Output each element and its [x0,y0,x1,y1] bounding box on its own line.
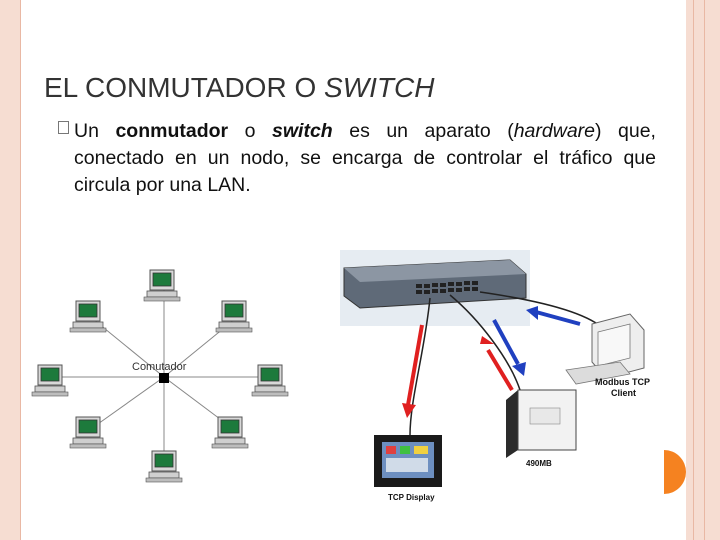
slide-title: EL CONMUTADOR O SWITCH [44,72,434,104]
computer-icon [211,416,249,449]
gateway-device-icon [506,389,577,458]
switch-node [159,373,169,383]
title-italic: SWITCH [324,72,435,103]
right-border-line [693,0,694,540]
orange-tab-decoration [664,450,686,494]
para-italic-hardware: hardware [513,120,595,142]
right-border-band [686,0,720,540]
red-arrow-down [406,324,424,406]
slide-paragraph: Un conmutador o switch es un aparato (ha… [74,118,656,199]
para-text-2: o [228,120,273,142]
network-hardware-illustration: Modbus TCP Client 490MB TCP Display [340,250,650,502]
para-text-3: es un aparato ( [332,120,514,142]
left-border-band [0,0,20,540]
star-topology-diagram: Comutador [31,269,289,483]
display-label: TCP Display [388,493,435,502]
red-arrow-up [486,348,514,392]
client-computer-icon [565,313,645,385]
para-bold-conmutador: conmutador [115,120,229,142]
title-text: EL CONMUTADOR O [44,72,325,103]
bullet-icon [58,121,69,134]
computer-icon [215,300,253,333]
switch-label: Comutador [132,361,187,373]
computer-icon [31,364,69,397]
para-text-4: ) que, conectado en un nodo, se encarga … [74,120,656,196]
right-border-line-inner [704,0,705,540]
computer-icon [145,450,183,483]
computer-icon [143,269,181,302]
computer-icon [251,364,289,397]
blue-arrow-left [535,310,581,326]
blue-arrow-down [492,319,520,365]
left-border-line [20,0,21,540]
client-label-line2: Client [611,388,636,398]
computer-icon [69,300,107,333]
tcp-display-icon [374,435,442,487]
client-label-line1: Modbus TCP [595,377,650,387]
gateway-label: 490MB [526,459,552,468]
para-text-1: Un [74,120,116,142]
para-bold-switch: switch [272,120,333,142]
